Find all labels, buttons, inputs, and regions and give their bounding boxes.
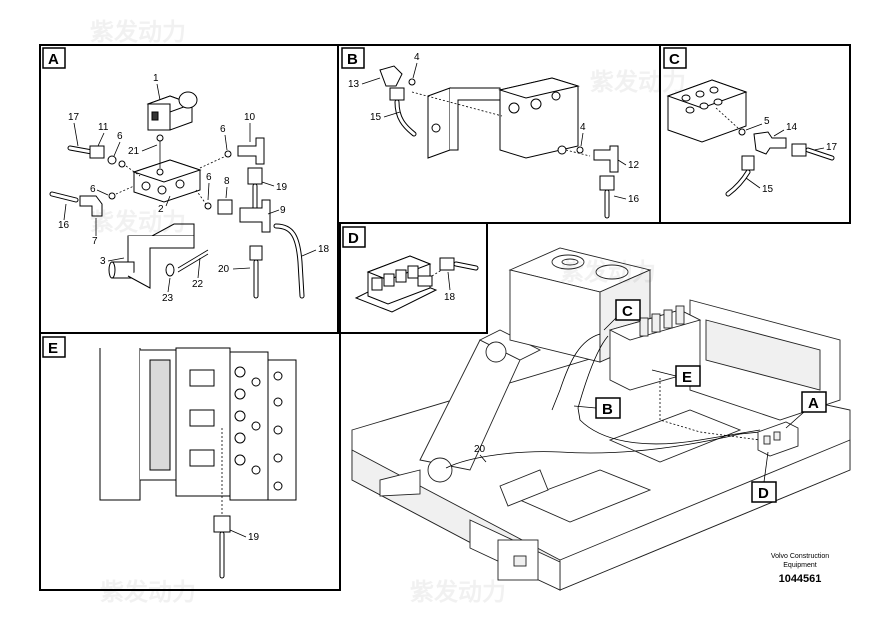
label-a-6a: 6 bbox=[117, 131, 123, 142]
panel-c-letter: C bbox=[669, 51, 680, 68]
label-b-13: 13 bbox=[348, 79, 360, 90]
panel-a: A bbox=[39, 44, 339, 334]
watermark-cn-6: 紫发动力 bbox=[410, 578, 506, 606]
panel-d: D 18 bbox=[339, 222, 488, 334]
brand-line-1: Volvo Construction bbox=[771, 553, 829, 560]
label-c-17: 17 bbox=[826, 142, 838, 153]
document-number: 1044561 bbox=[779, 573, 822, 585]
panel-e: E 19 bbox=[39, 332, 341, 591]
label-d-18: 18 bbox=[444, 292, 456, 303]
panel-b: B 4 13 15 4 12 16 bbox=[337, 44, 661, 224]
valve-block bbox=[132, 159, 202, 203]
callout-c: C bbox=[622, 303, 633, 320]
label-a-3: 3 bbox=[100, 256, 106, 267]
label-a-19: 19 bbox=[276, 182, 288, 193]
brand-line-2: Equipment bbox=[783, 562, 817, 569]
label-a-23: 23 bbox=[162, 293, 174, 304]
label-b-15: 15 bbox=[370, 112, 382, 123]
label-c-5: 5 bbox=[764, 116, 770, 127]
machine-overview: C E B A D 20 bbox=[351, 247, 851, 591]
label-a-21: 21 bbox=[128, 146, 140, 157]
panel-c: C 5 14 17 15 bbox=[659, 44, 851, 224]
label-a-22: 22 bbox=[192, 279, 204, 290]
label-e-19: 19 bbox=[248, 532, 260, 543]
label-a-8: 8 bbox=[224, 176, 230, 187]
callout-a: A bbox=[808, 395, 819, 412]
panel-e-letter: E bbox=[48, 340, 58, 357]
label-b-4b: 4 bbox=[580, 122, 586, 133]
label-a-18: 18 bbox=[318, 244, 330, 255]
label-a-11: 11 bbox=[98, 122, 109, 133]
label-a-1: 1 bbox=[153, 73, 159, 84]
label-a-6b: 6 bbox=[220, 124, 226, 135]
label-c-14: 14 bbox=[786, 122, 798, 133]
watermark-cn-1: 紫发动力 bbox=[90, 18, 186, 46]
overview-hose-label: 20 bbox=[474, 444, 486, 455]
panel-b-letter: B bbox=[347, 51, 358, 68]
label-a-17: 17 bbox=[68, 112, 80, 123]
label-b-4a: 4 bbox=[414, 52, 420, 63]
callout-d: D bbox=[758, 485, 769, 502]
label-a-9: 9 bbox=[280, 205, 286, 216]
watermark-cn-3: 紫发动力 bbox=[590, 68, 686, 96]
watermark-cn-2: 紫发动力 bbox=[90, 208, 186, 236]
label-c-15: 15 bbox=[762, 184, 774, 195]
label-a-6d: 6 bbox=[206, 172, 212, 183]
label-b-12: 12 bbox=[628, 160, 640, 171]
solenoid-valve bbox=[146, 91, 198, 131]
panel-a-letter: A bbox=[48, 51, 59, 68]
label-a-20: 20 bbox=[218, 264, 230, 275]
watermark-cn-5: 紫发动力 bbox=[100, 578, 196, 606]
label-a-16: 16 bbox=[58, 220, 70, 231]
mounting-bracket bbox=[108, 223, 195, 289]
watermark: 紫发动力 紫发动力 紫发动力 紫发动力 紫发动力 紫发动力 bbox=[90, 18, 686, 606]
label-b-16: 16 bbox=[628, 194, 640, 205]
callout-b: B bbox=[602, 401, 613, 418]
label-a-10: 10 bbox=[244, 112, 256, 123]
callout-e: E bbox=[682, 369, 692, 386]
watermark-cn-4: 紫发动力 bbox=[560, 258, 656, 286]
label-a-6c: 6 bbox=[90, 184, 96, 195]
label-a-2: 2 bbox=[158, 204, 164, 215]
panel-d-letter: D bbox=[348, 230, 359, 247]
footer: Volvo Construction Equipment 1044561 bbox=[771, 553, 829, 585]
label-a-7: 7 bbox=[92, 236, 98, 247]
